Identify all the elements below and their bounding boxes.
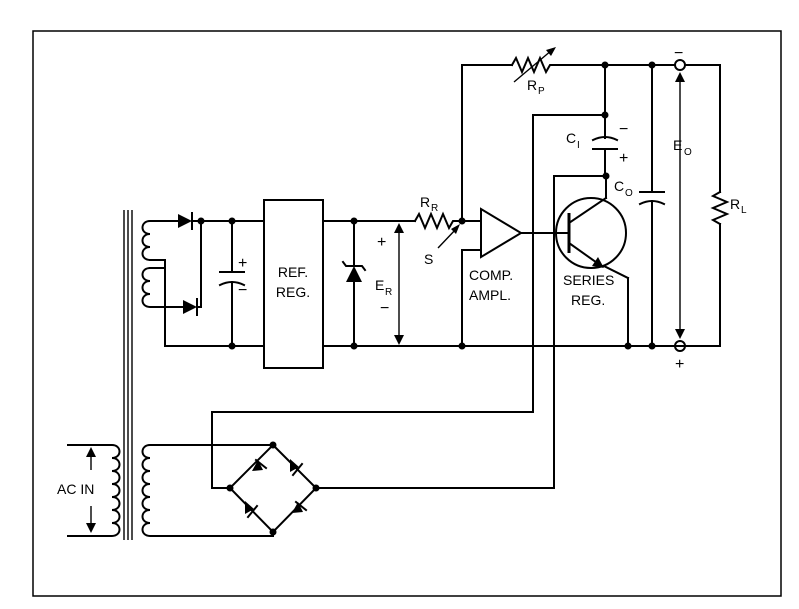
capacitor-co: C O: [614, 64, 666, 350]
transformer-upper: [123, 210, 166, 540]
ci-plus: +: [619, 150, 628, 167]
ci-label: C: [566, 130, 576, 146]
s-adjust-arrow: S: [424, 224, 460, 267]
rectifier-diodes-upper: [164, 212, 233, 347]
er-label: E: [375, 277, 384, 293]
er-minus: −: [380, 300, 389, 317]
resistor-rp-variable: R P: [510, 47, 606, 97]
eo-voltage-indicator: E O: [673, 72, 692, 339]
ac-in-label: AC IN: [57, 481, 94, 497]
eo-label: E: [673, 137, 682, 153]
ref-reg-label-2: REG.: [276, 284, 310, 300]
filter-cap-plus: +: [238, 255, 247, 272]
ci-minus: −: [619, 121, 628, 138]
ref-reg-label-1: REF.: [278, 264, 308, 280]
co-label: C: [614, 178, 624, 194]
rp-label: R: [527, 77, 537, 93]
rp-label-sub: P: [538, 86, 545, 97]
series-reg-transistor: SERIES REG.: [555, 172, 632, 350]
er-voltage-indicator: + − E R: [375, 223, 404, 345]
series-reg-label-2: REG.: [571, 292, 605, 308]
comp-ampl-label-2: AMPL.: [469, 287, 511, 303]
rr-label: R: [420, 194, 430, 210]
frame-border: [32, 30, 782, 597]
transformer-lower: [67, 444, 274, 537]
rl-label: R: [730, 196, 740, 212]
ac-in-indicator: AC IN: [57, 447, 96, 533]
eo-label-sub: O: [684, 147, 692, 158]
filter-capacitor: + −: [218, 217, 247, 350]
s-label: S: [424, 251, 433, 267]
rr-label-sub: R: [431, 203, 438, 214]
rl-label-sub: L: [741, 205, 747, 216]
series-reg-label-1: SERIES: [563, 272, 614, 288]
bridge-rectifier: [226, 441, 320, 536]
comp-ampl: COMP. AMPL.: [458, 207, 570, 350]
zener-diode: [341, 217, 367, 350]
ref-reg-block: REF. REG.: [263, 199, 324, 369]
output-minus: −: [674, 45, 683, 62]
output-plus: +: [675, 356, 684, 373]
filter-cap-minus: −: [238, 282, 247, 299]
resistor-rl-load: R L: [710, 64, 747, 347]
ci-label-sub: I: [577, 140, 580, 151]
er-label-sub: R: [385, 287, 392, 298]
resistor-rr: R R: [413, 194, 466, 231]
capacitor-ci: C I − +: [566, 64, 628, 177]
output-terminals: − +: [674, 45, 721, 373]
comp-ampl-label-1: COMP.: [469, 267, 513, 283]
er-plus: +: [377, 234, 386, 251]
co-label-sub: O: [625, 188, 633, 199]
